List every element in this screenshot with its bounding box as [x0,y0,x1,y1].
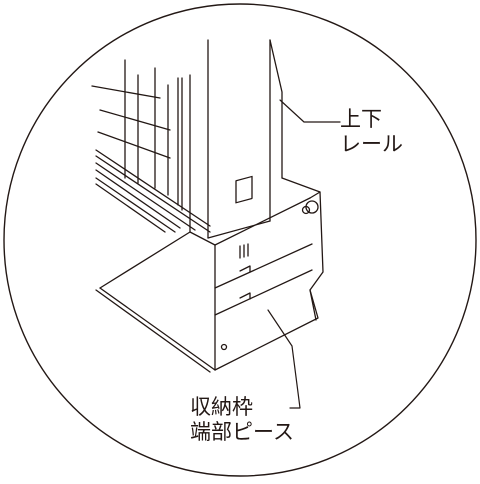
post-label-mark [235,175,253,204]
vertical-post [189,39,283,259]
callout-frame-end-piece: 収納枠 端部ピース [190,395,294,445]
callout-rail-line1: 上下 [340,107,382,131]
upper-lower-rail [95,149,211,233]
callout-frame-line1: 収納枠 [190,395,253,419]
end-piece-screw [220,343,228,351]
callout-upper-lower-rail: 上下 レール [340,107,403,157]
rail-leader-line [279,99,341,123]
callout-rail-line2: レール [340,132,403,156]
frame-end-leader-line [267,309,301,409]
callout-frame-line2: 端部ピース [190,420,294,444]
detail-magnifier-circle [3,3,477,477]
background-grid-panel [91,59,183,211]
frame-end-piece [99,177,324,371]
floor-edge [95,289,211,373]
